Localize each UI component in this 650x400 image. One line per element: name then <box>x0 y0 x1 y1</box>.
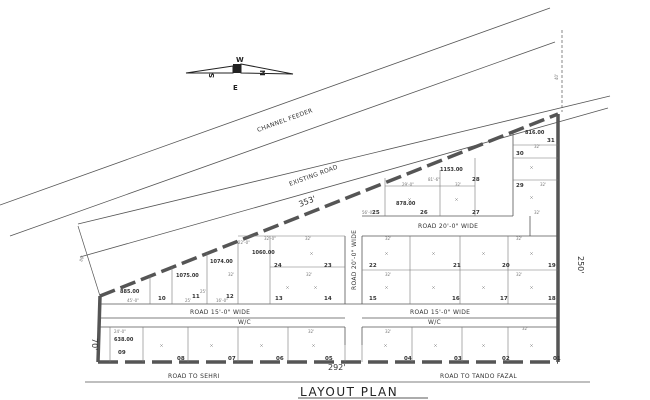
plot-lines <box>109 144 558 362</box>
plot-15: 15 <box>369 296 377 302</box>
plot-numbers: 01 02 03 04 05 06 07 08 09 10 11 12 13 1… <box>118 138 561 362</box>
dim-d11: 24'-0" <box>114 329 126 334</box>
dim-d7: 16'-0" <box>216 298 228 303</box>
plot-21: 21 <box>453 263 461 269</box>
plot-08: 08 <box>177 356 185 362</box>
label-road-15-left: ROAD 15'-0" WIDE <box>190 309 250 316</box>
dim-d3: 32'-0" <box>264 236 276 241</box>
compass-n: N <box>258 70 266 76</box>
plot-04: 04 <box>404 356 412 362</box>
label-road-tando: ROAD TO TANDO FAZAL <box>440 373 517 380</box>
plot-dimensions: 29'-0" 32' 32'-0" 32' 45'-0" 25' 16'-0" … <box>114 144 546 334</box>
dim-right: 250' <box>576 256 585 273</box>
dim-d5: 45'-0" <box>127 298 139 303</box>
dim-d14: 32' <box>385 236 391 241</box>
label-road-20: ROAD 20'-0" WIDE <box>418 223 478 230</box>
label-road-sehri: ROAD TO SEHRI <box>168 373 220 380</box>
compass-s: S <box>208 73 216 78</box>
dim-d18: 81'-6" <box>428 177 440 182</box>
dim-d24: 32' <box>540 182 546 187</box>
dim-d8: 22'-0" <box>238 240 250 245</box>
dim-bottom: 292' <box>328 363 345 372</box>
plot-22: 22 <box>369 263 377 269</box>
plot-12: 12 <box>226 294 234 300</box>
plot-10: 10 <box>158 296 166 302</box>
plot-14: 14 <box>324 296 332 302</box>
dim-d6: 25' <box>185 298 191 303</box>
area-12: 1074.00 <box>210 259 233 265</box>
area-10: 885.00 <box>120 289 140 295</box>
plot-25: 25 <box>372 210 380 216</box>
compass-w: W <box>236 56 244 64</box>
dim-diagonal: 353' <box>297 194 317 209</box>
dim-d23: 32' <box>228 272 234 277</box>
dim-offset-top: 40' <box>554 74 559 80</box>
north-arrow-icon <box>240 63 294 75</box>
plot-16: 16 <box>452 296 460 302</box>
area-25: 878.00 <box>396 201 416 207</box>
plot-01: 01 <box>553 356 561 362</box>
dim-d21: 32' <box>522 326 528 331</box>
label-wc-right: W/C <box>428 319 441 326</box>
external-lines <box>0 7 611 258</box>
dim-offset-left: 80' <box>78 255 85 263</box>
area-24: 1060.00 <box>252 250 275 256</box>
dim-d20: 32' <box>516 272 522 277</box>
dim-d16: 32' <box>385 272 391 277</box>
dim-left: 70' <box>90 338 99 350</box>
plot-24: 24 <box>274 263 282 269</box>
plot-13: 13 <box>275 296 283 302</box>
plot-23: 23 <box>324 263 332 269</box>
area-09: 638.00 <box>114 337 134 343</box>
plot-20: 20 <box>502 263 510 269</box>
dim-d13: 32' <box>385 329 391 334</box>
dim-d22: 25' <box>200 289 206 294</box>
plot-06: 06 <box>276 356 284 362</box>
area-31: 816.00 <box>525 130 545 136</box>
dim-d4: 32' <box>305 236 311 241</box>
dim-d2: 32' <box>455 182 461 187</box>
label-road-15-right: ROAD 15'-0" WIDE <box>410 309 470 316</box>
plot-26: 26 <box>420 210 428 216</box>
plot-05: 05 <box>325 356 333 362</box>
label-channel-feeder: CHANNEL FEEDER <box>256 107 313 134</box>
plot-03: 03 <box>454 356 462 362</box>
plot-11: 11 <box>192 294 200 300</box>
plot-27: 27 <box>472 210 480 216</box>
plot-30: 30 <box>516 151 524 157</box>
plot-17: 17 <box>500 296 508 302</box>
page-title: LAYOUT PLAN <box>300 385 398 399</box>
label-road-20-vertical: ROAD 20'-0" WIDE <box>351 230 358 290</box>
plot-marks <box>159 165 534 348</box>
plot-07: 07 <box>228 356 236 362</box>
plot-28: 28 <box>472 177 480 183</box>
plot-29: 29 <box>516 183 524 189</box>
south-arrow-icon <box>185 65 234 74</box>
plot-18: 18 <box>548 296 556 302</box>
area-28: 1153.00 <box>440 167 463 173</box>
site-boundary <box>96 112 560 364</box>
road-lines <box>85 130 590 383</box>
label-wc-left: W/C <box>238 319 251 326</box>
plot-02: 02 <box>502 356 510 362</box>
plot-09: 09 <box>118 350 126 356</box>
dim-d1: 29'-0" <box>402 182 414 187</box>
plot-31: 31 <box>547 138 555 144</box>
dim-d9: 32' <box>534 144 540 149</box>
plot-19: 19 <box>548 263 556 269</box>
dim-d12: 32' <box>308 329 314 334</box>
dim-d10: 32' <box>534 210 540 215</box>
compass-rose: W E S N <box>185 56 294 92</box>
compass-center-icon <box>233 64 241 73</box>
dim-d17: 56'-0" <box>362 210 374 215</box>
dim-d15: 32' <box>516 236 522 241</box>
plot-areas: 638.00 885.00 1075.00 1074.00 1060.00 87… <box>114 130 545 343</box>
dim-d19: 32' <box>306 272 312 277</box>
area-11: 1075.00 <box>176 273 199 279</box>
compass-e: E <box>233 84 238 92</box>
